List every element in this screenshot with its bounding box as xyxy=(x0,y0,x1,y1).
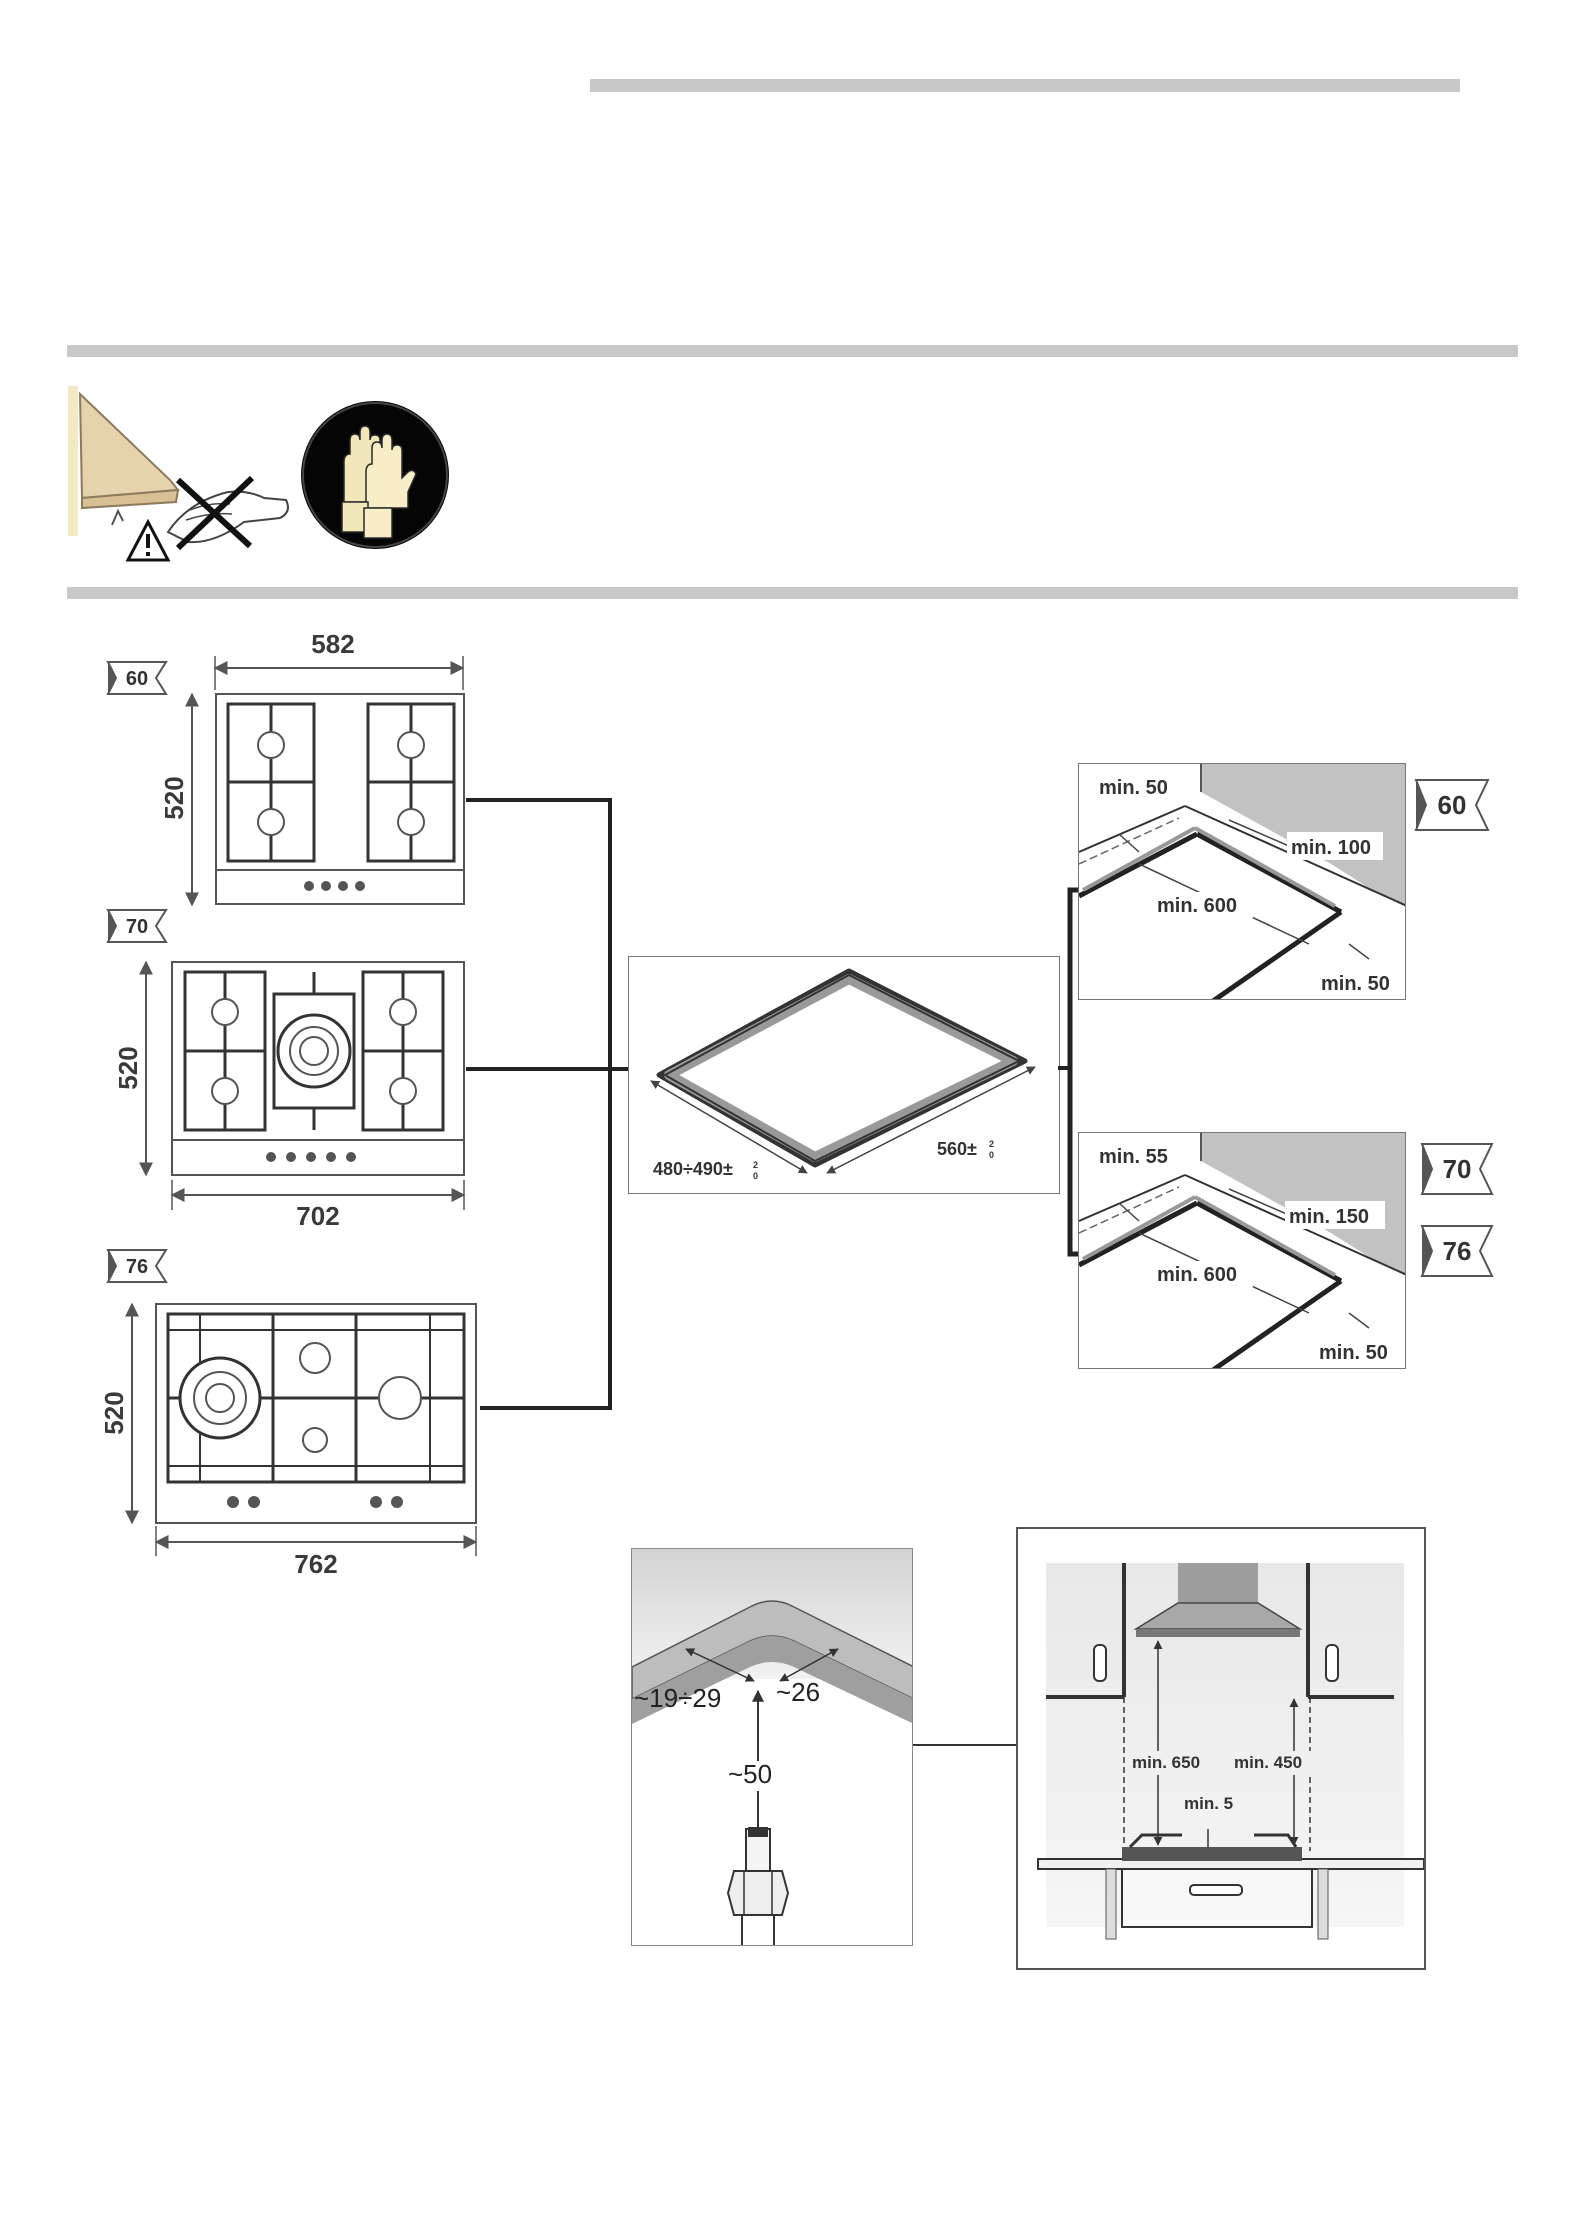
hob-60: 582 520 xyxy=(159,629,464,905)
gloves-icon xyxy=(301,401,449,549)
hob-76-depth: 520 xyxy=(99,1391,129,1434)
cutout-width-tol-top: 2 xyxy=(989,1139,994,1149)
hob-70-width: 702 xyxy=(296,1201,339,1231)
size-tag-70: 70 xyxy=(108,910,166,942)
cutout-depth-tol-top: 2 xyxy=(753,1160,758,1170)
sharp-edge-icon xyxy=(68,386,178,536)
pipe-dim-a: ~19÷29 xyxy=(634,1683,721,1713)
size-tag-76-label: 76 xyxy=(126,1256,148,1278)
clearance-tag-60-label: 60 xyxy=(1438,790,1467,820)
hob-70-depth: 520 xyxy=(113,1046,143,1089)
clearance-7076-side-wall: min. 150 xyxy=(1289,1206,1369,1228)
header-rule-short xyxy=(590,79,1460,92)
section-rule-bottom xyxy=(67,587,1518,599)
clearance-7076-panel: min. 55 min. 150 min. 600 min. 50 xyxy=(1078,1132,1406,1369)
clearance-7076-back: min. 55 xyxy=(1099,1146,1168,1168)
hob-gap-label: min. 5 xyxy=(1184,1794,1233,1813)
gas-pipe-panel: ~19÷29 ~26 ~50 xyxy=(631,1548,913,1946)
size-tag-60-label: 60 xyxy=(126,668,148,690)
hob-60-depth: 520 xyxy=(159,776,189,819)
hob-60-width: 582 xyxy=(311,629,354,659)
size-tag-76: 76 xyxy=(108,1250,166,1282)
clearance-tag-70-label: 70 xyxy=(1443,1154,1472,1184)
clearance-60-side-wall: min. 100 xyxy=(1291,837,1371,859)
section-rule-top xyxy=(67,345,1518,357)
clearance-tag-76-label: 76 xyxy=(1443,1236,1472,1266)
size-tag-70-label: 70 xyxy=(126,916,148,938)
cutout-width-label: 560± xyxy=(937,1139,977,1159)
clearance-tag-60: 60 xyxy=(1414,778,1494,832)
pipe-dim-c: ~50 xyxy=(728,1759,772,1789)
cutout-width-tol-bottom: 0 xyxy=(989,1150,994,1160)
clearance-60-edge: min. 50 xyxy=(1321,973,1390,995)
cabinet-height-label: min. 450 xyxy=(1234,1753,1302,1772)
connector-pipe-hood xyxy=(913,1744,1017,1746)
clearance-tag-76: 76 xyxy=(1420,1224,1496,1278)
hood-clearance-panel: min. 650 min. 450 min. 5 xyxy=(1016,1527,1426,1970)
cutout-depth-tol-bottom: 0 xyxy=(753,1171,758,1181)
clearance-60-back: min. 50 xyxy=(1099,777,1168,799)
size-tag-60: 60 xyxy=(108,662,166,694)
connector-lines xyxy=(466,800,630,1408)
clearance-7076-front: min. 600 xyxy=(1157,1264,1237,1286)
hob-76-width: 762 xyxy=(294,1549,337,1579)
safety-icons xyxy=(60,380,480,570)
warning-triangle-icon xyxy=(128,522,168,560)
clearance-60-front: min. 600 xyxy=(1157,895,1237,917)
pipe-dim-b: ~26 xyxy=(776,1677,820,1707)
hob-76: 520 762 xyxy=(99,1304,476,1579)
clearance-7076-edge: min. 50 xyxy=(1319,1342,1388,1364)
cutout-panel: 480÷490± 2 0 560± 2 0 xyxy=(628,956,1060,1194)
cutout-depth-label: 480÷490± xyxy=(653,1159,733,1179)
hob-dimension-diagram: 60 582 520 70 520 xyxy=(80,620,640,1580)
clearance-tag-70: 70 xyxy=(1420,1142,1496,1196)
gas-pipe-icon xyxy=(728,1827,788,1946)
hob-70: 520 702 xyxy=(113,962,464,1231)
clearance-60-panel: min. 50 min. 100 min. 600 min. 50 xyxy=(1078,763,1406,1000)
hood-height-label: min. 650 xyxy=(1132,1753,1200,1772)
